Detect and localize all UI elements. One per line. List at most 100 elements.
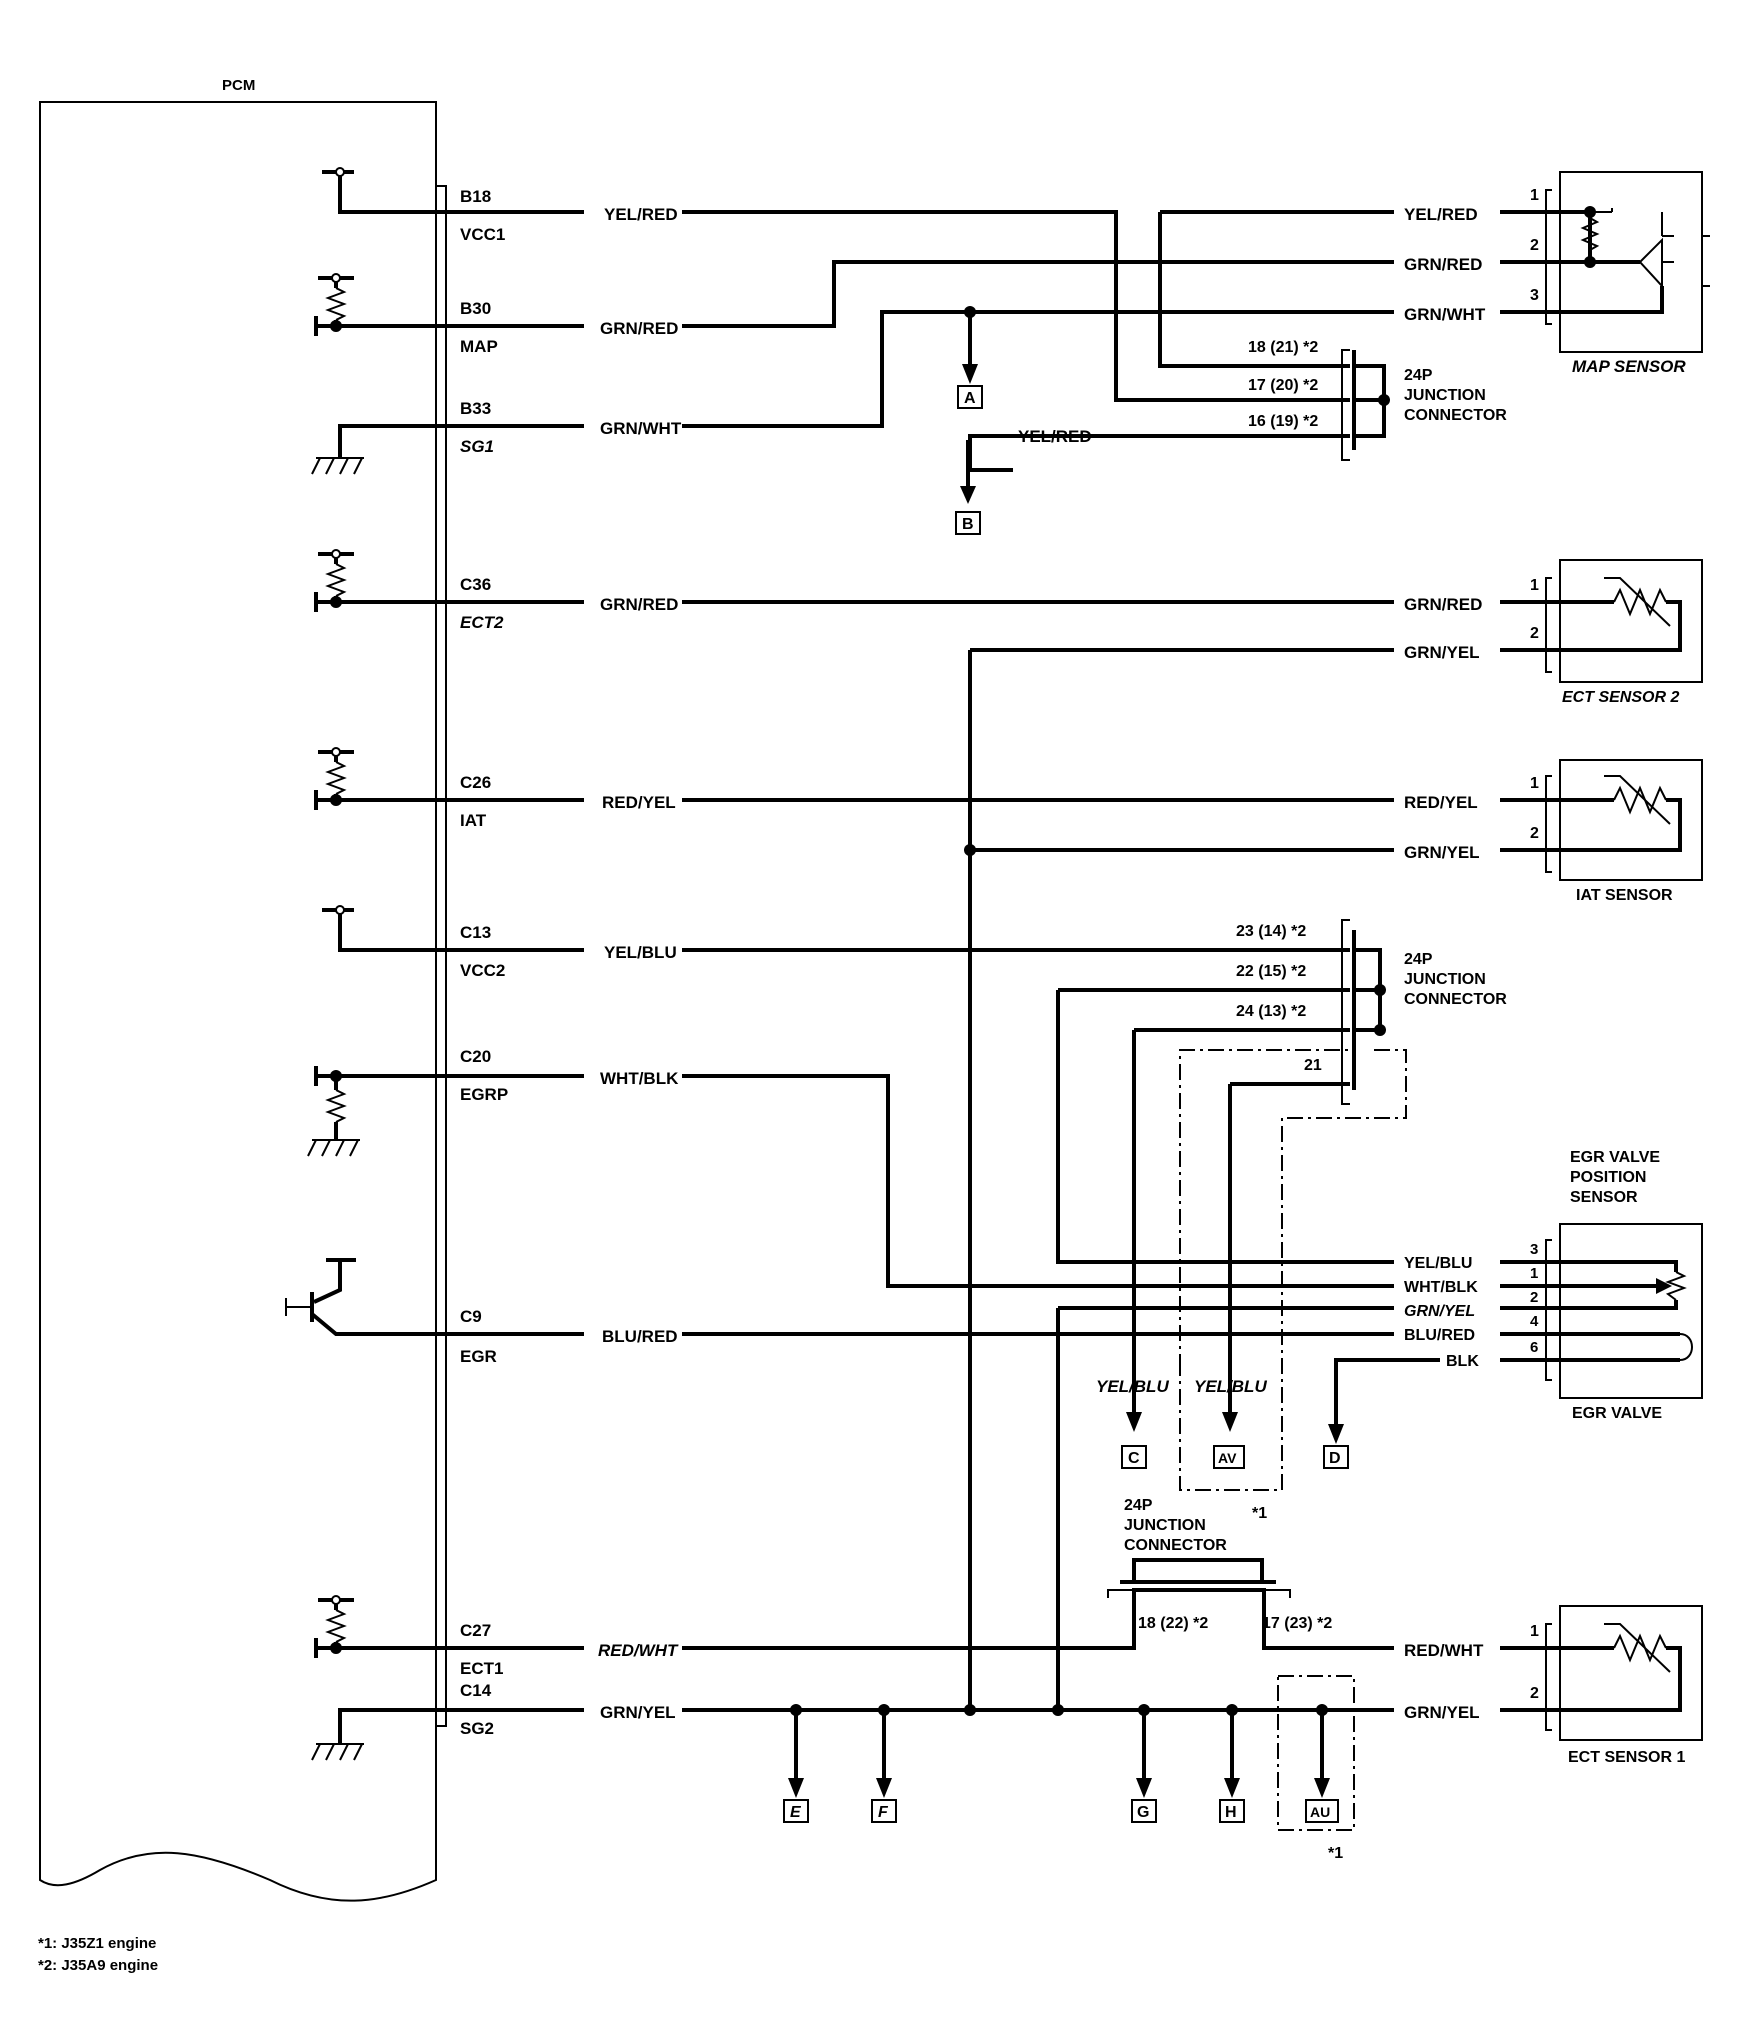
- ref-a: A: [964, 390, 976, 407]
- pin-id-b18: B18: [460, 187, 491, 206]
- egr-term-1-wire: WHT/BLK: [1404, 1279, 1478, 1296]
- egr-term-3-wire: YEL/BLU: [1404, 1255, 1472, 1272]
- wire-label-b33: GRN/WHT: [600, 419, 682, 438]
- ref-g: G: [1137, 1804, 1149, 1821]
- wires: [446, 210, 1546, 1786]
- wire-label-c20: WHT/BLK: [600, 1069, 679, 1088]
- map-term-2-num: 2: [1530, 237, 1539, 254]
- pin-id-b33: B33: [460, 399, 491, 418]
- pin-id-c36: C36: [460, 575, 491, 594]
- pcm-wire-labels: YEL/RED GRN/RED GRN/WHT GRN/RED RED/YEL …: [598, 205, 682, 1722]
- egr-term-4-wire: BLU/RED: [1404, 1327, 1475, 1344]
- pcm-box: [39, 101, 447, 1902]
- iat-title: IAT SENSOR: [1576, 887, 1673, 904]
- marker-j35z1-1: *1: [1252, 1505, 1267, 1522]
- ref-au: AU: [1310, 1804, 1330, 1820]
- map-term-2-wire: GRN/RED: [1404, 255, 1482, 274]
- ref-b: B: [962, 516, 974, 533]
- wire-label-c36: GRN/RED: [600, 595, 678, 614]
- egr-term-6-num: 6: [1530, 1339, 1538, 1356]
- ref-e: E: [790, 1804, 802, 1821]
- egr-sensor-title-2: POSITION: [1570, 1169, 1646, 1186]
- branch-label-c: YEL/BLU: [1096, 1377, 1169, 1396]
- junction-1-branch-wire: YEL/RED: [1018, 427, 1092, 446]
- ref-h: H: [1225, 1804, 1237, 1821]
- egr-valve-title: EGR VALVE: [1572, 1405, 1662, 1422]
- footnote-2: *2: J35A9 engine: [38, 1957, 158, 1974]
- pin-name-sg2: SG2: [460, 1719, 494, 1738]
- ect1-term-2-wire: GRN/YEL: [1404, 1703, 1480, 1722]
- junction-2-title-2: JUNCTION: [1404, 971, 1486, 988]
- junction-1-pin-3: 16 (19) *2: [1248, 413, 1318, 430]
- pin-name-egrp: EGRP: [460, 1085, 508, 1104]
- pin-name-ect1: ECT1: [460, 1659, 503, 1678]
- pin-name-ect2: ECT2: [460, 613, 504, 632]
- wire-label-c27: RED/WHT: [598, 1641, 679, 1660]
- egr-sensor-title-1: EGR VALVE: [1570, 1149, 1660, 1166]
- pin-id-c27: C27: [460, 1621, 491, 1640]
- junction-connector-1: 18 (21) *2 17 (20) *2 16 (19) *2 24P JUN…: [1018, 339, 1507, 461]
- ref-av: AV: [1218, 1450, 1237, 1466]
- map-term-3-num: 3: [1530, 287, 1539, 304]
- junction-connector-2: 23 (14) *2 22 (15) *2 24 (13) *2 21 24P …: [1179, 919, 1507, 1491]
- egr-term-3-num: 3: [1530, 1241, 1538, 1258]
- egr-term-4-num: 4: [1530, 1313, 1539, 1330]
- pin-id-c13: C13: [460, 923, 491, 942]
- footnote-1: *1: J35Z1 engine: [38, 1935, 156, 1952]
- junction-2-pin-2: 22 (15) *2: [1236, 963, 1306, 980]
- junction-connector-3: 24P JUNCTION CONNECTOR 18 (22) *2 17 (23…: [1107, 1497, 1355, 1831]
- pin-name-vcc2: VCC2: [460, 961, 505, 980]
- iat-term-2-wire: GRN/YEL: [1404, 843, 1480, 862]
- ref-c: C: [1128, 1450, 1140, 1467]
- pin-id-c20: C20: [460, 1047, 491, 1066]
- pin-name-vcc1: VCC1: [460, 225, 505, 244]
- iat-term-2-num: 2: [1530, 825, 1539, 842]
- pcm-title: PCM: [222, 77, 255, 94]
- pin-id-c9: C9: [460, 1307, 482, 1326]
- pin-name-sg1: SG1: [460, 437, 494, 456]
- iat-term-1-wire: RED/YEL: [1404, 793, 1478, 812]
- junction-2-pin-4: 21: [1304, 1057, 1322, 1074]
- ect2-term-2-num: 2: [1530, 625, 1539, 642]
- junction-2-title-3: CONNECTOR: [1404, 991, 1507, 1008]
- egr-sensor-title-3: SENSOR: [1570, 1189, 1638, 1206]
- egr-term-6-wire: BLK: [1446, 1353, 1479, 1370]
- ect2-term-1-wire: GRN/RED: [1404, 595, 1482, 614]
- junction-2-pin-1: 23 (14) *2: [1236, 923, 1306, 940]
- egr-term-2-wire: GRN/YEL: [1404, 1303, 1475, 1320]
- wire-label-c9: BLU/RED: [602, 1327, 678, 1346]
- ect1-term-1-wire: RED/WHT: [1404, 1641, 1484, 1660]
- marker-j35z1-2: *1: [1328, 1845, 1343, 1862]
- reference-boxes: A B C AV D E F G H AU: [783, 385, 1349, 1823]
- junction-3-pin-2: 17 (23) *2: [1262, 1615, 1332, 1632]
- junction-3-title-2: JUNCTION: [1124, 1517, 1206, 1534]
- map-term-1-wire: YEL/RED: [1404, 205, 1478, 224]
- junction-3-title-3: CONNECTOR: [1124, 1537, 1227, 1554]
- ect-sensor-1: ECT SENSOR 1 1 2 RED/WHT GRN/YEL: [1404, 1605, 1703, 1766]
- junction-3-pin-1: 18 (22) *2: [1138, 1615, 1208, 1632]
- pin-name-map: MAP: [460, 337, 498, 356]
- map-term-3-wire: GRN/WHT: [1404, 305, 1486, 324]
- iat-sensor: IAT SENSOR 1 2 RED/YEL GRN/YEL: [1404, 759, 1703, 904]
- junction-1-title-1: 24P: [1404, 367, 1433, 384]
- wire-label-c26: RED/YEL: [602, 793, 676, 812]
- ref-d: D: [1329, 1450, 1341, 1467]
- wire-label-c13: YEL/BLU: [604, 943, 677, 962]
- ref-f: F: [878, 1804, 889, 1821]
- ect1-title: ECT SENSOR 1: [1568, 1749, 1685, 1766]
- ect2-term-2-wire: GRN/YEL: [1404, 643, 1480, 662]
- egr-term-1-num: 1: [1530, 1265, 1538, 1282]
- junction-1-title-2: JUNCTION: [1404, 387, 1486, 404]
- map-sensor: MAP SENSOR 1 2 3 YEL/RED GRN/RED GRN/WHT: [1404, 171, 1710, 376]
- pin-id-c26: C26: [460, 773, 491, 792]
- pin-id-b30: B30: [460, 299, 491, 318]
- iat-term-1-num: 1: [1530, 775, 1539, 792]
- ect1-term-2-num: 2: [1530, 1685, 1539, 1702]
- map-term-1-num: 1: [1530, 187, 1539, 204]
- ect1-term-1-num: 1: [1530, 1623, 1539, 1640]
- branch-label-av: YEL/BLU: [1194, 1377, 1267, 1396]
- pin-name-iat: IAT: [460, 811, 487, 830]
- egr-valve-sensor: EGR VALVE POSITION SENSOR EGR VALVE 3 1 …: [1404, 1149, 1703, 1422]
- junction-1-title-3: CONNECTOR: [1404, 407, 1507, 424]
